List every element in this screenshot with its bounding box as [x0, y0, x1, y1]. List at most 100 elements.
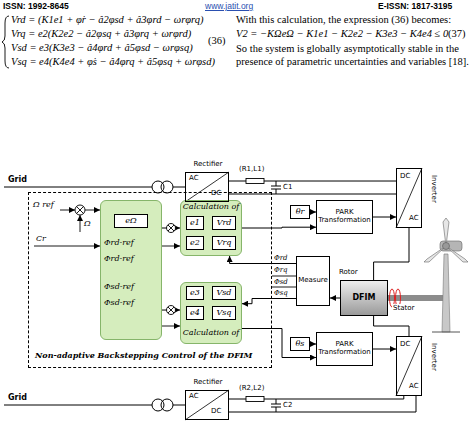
error-box: e1: [186, 216, 204, 230]
converter-ground: [396, 168, 422, 228]
equation-number: (36): [208, 35, 226, 46]
node-text: PARK Transformation: [317, 341, 372, 356]
node-text: AC: [189, 393, 199, 401]
resistor-symbol: [246, 397, 264, 402]
node-text: Rectifier: [182, 379, 234, 387]
node-text: e2: [190, 239, 200, 248]
signal-wire: [272, 276, 296, 277]
node-text: Non-adaptive Backstepping Control of the…: [35, 351, 252, 360]
journal-url: www.jatit.org: [205, 1, 253, 11]
grid-supply-wire: [173, 187, 185, 188]
converter-diagonal: [185, 172, 229, 202]
reference-input: Ω ref: [33, 200, 54, 209]
connector: [374, 228, 409, 280]
error-box: e4: [186, 306, 204, 320]
voltage-box: Vrd: [212, 216, 236, 230]
converter-diagonal: [396, 168, 422, 228]
connector: [374, 316, 409, 336]
rectifier-box: RectifierACDC: [185, 172, 229, 202]
signal-wire: [60, 210, 75, 211]
node-text: DFIM: [352, 294, 375, 303]
wind-turbine: [446, 246, 468, 262]
equation-brace: [2, 16, 9, 68]
node-text: e3: [190, 289, 200, 298]
voltage-box: Vrq: [212, 236, 236, 250]
connector: [373, 349, 396, 350]
flux-signal: Φrq: [274, 267, 288, 275]
summing-junction: [167, 306, 176, 315]
capacitor-label: C1: [282, 183, 293, 191]
controller-boundary: Non-adaptive Backstepping Control of the…: [28, 192, 272, 368]
grid-label: Grid: [8, 175, 27, 184]
node-text: AC: [409, 215, 419, 223]
calculation-block: Calculation of e1 Vrd e2 Vrq: [180, 200, 242, 256]
angle-box: θs: [290, 337, 310, 351]
measure-box: Measure: [296, 256, 330, 306]
stator-label: Stator: [392, 304, 415, 312]
node-text: Calculation of: [181, 203, 241, 212]
node-text: Rectifier: [182, 161, 234, 169]
voltage-box: Vsd: [212, 286, 236, 300]
node-text: DC: [211, 190, 221, 198]
grid-supply-wire: [173, 405, 185, 406]
node-text: θs: [296, 340, 305, 349]
inverter-box: DCACInverter: [396, 168, 422, 228]
node-text: Φrd-ref: [104, 255, 134, 264]
wind-turbine: [432, 332, 460, 333]
grid-supply-wire: [161, 399, 173, 411]
dc-link-wire: [229, 194, 396, 195]
dc-link-wire: [276, 181, 277, 186]
node-text: Φrd-ref: [104, 239, 134, 248]
dc-link-wire: [276, 407, 277, 412]
capacitor-label: C2: [282, 401, 293, 409]
converter-diagonal: [185, 390, 229, 420]
node-text: DC: [400, 173, 410, 181]
angle-box: θr: [290, 205, 310, 219]
summing-junction: [167, 224, 176, 233]
signal-wire: [85, 210, 100, 211]
error-box: eΩ: [114, 214, 148, 228]
signal-wire: [162, 326, 180, 327]
signal-wire: [34, 246, 100, 247]
flux-signal: Φrd: [274, 255, 288, 263]
speed-feedback: Ω: [84, 219, 91, 228]
converter-ground: [185, 390, 229, 420]
dc-link-wire: [276, 399, 277, 404]
node-text: DC: [211, 408, 221, 416]
grid-supply-wire: [4, 187, 152, 188]
node-text: Inverter: [429, 175, 437, 203]
journal-issn: ISSN: 1992-8645: [3, 1, 69, 11]
connector: [242, 299, 296, 304]
wind-turbine: [443, 243, 450, 250]
resistor-symbol: [246, 179, 264, 184]
park-transform-box: PARK Transformation: [316, 332, 373, 366]
journal-eissn: E-ISSN: 1817-3195: [378, 1, 452, 11]
inverter-box: DCACInverter: [396, 336, 422, 396]
connector: [230, 256, 296, 264]
dc-link-wire: [276, 189, 277, 194]
machine-box: DFIM: [340, 280, 388, 316]
grid-supply-wire: [4, 405, 152, 406]
error-box: e3: [186, 286, 204, 300]
converter-ground: [396, 336, 422, 396]
connector: [373, 217, 396, 218]
node-text: DC: [400, 341, 410, 349]
machine-shaft: [388, 296, 446, 301]
body-text: With this calculation, the expression (3…: [236, 14, 451, 25]
converter-diagonal: [396, 336, 422, 396]
equation-line: Vrd = (K1e1 + φ̇r − â2φsd + â3φrd − ωrφr…: [11, 14, 203, 25]
node-text: Inverter: [429, 343, 437, 371]
node-text: θr: [296, 208, 305, 217]
node-text: Vsq: [216, 309, 231, 318]
equation-line: Vsd = e3(K3e3 − â4φrd + â5φsd − ωrφsq): [11, 42, 193, 53]
summing-junction: [168, 225, 174, 231]
node-text: AC: [409, 383, 419, 391]
rotor-label: Rotor: [338, 268, 359, 276]
speed-flux-block: Φrd-refΦrd-refΦsd-refΦsd-refeΩ: [100, 200, 162, 340]
park-transform-box: PARK Transformation: [316, 200, 373, 234]
equation-number: (37): [448, 28, 466, 39]
connector: [242, 329, 316, 358]
summing-junction: [77, 207, 84, 214]
dc-link-wire: [271, 404, 281, 405]
